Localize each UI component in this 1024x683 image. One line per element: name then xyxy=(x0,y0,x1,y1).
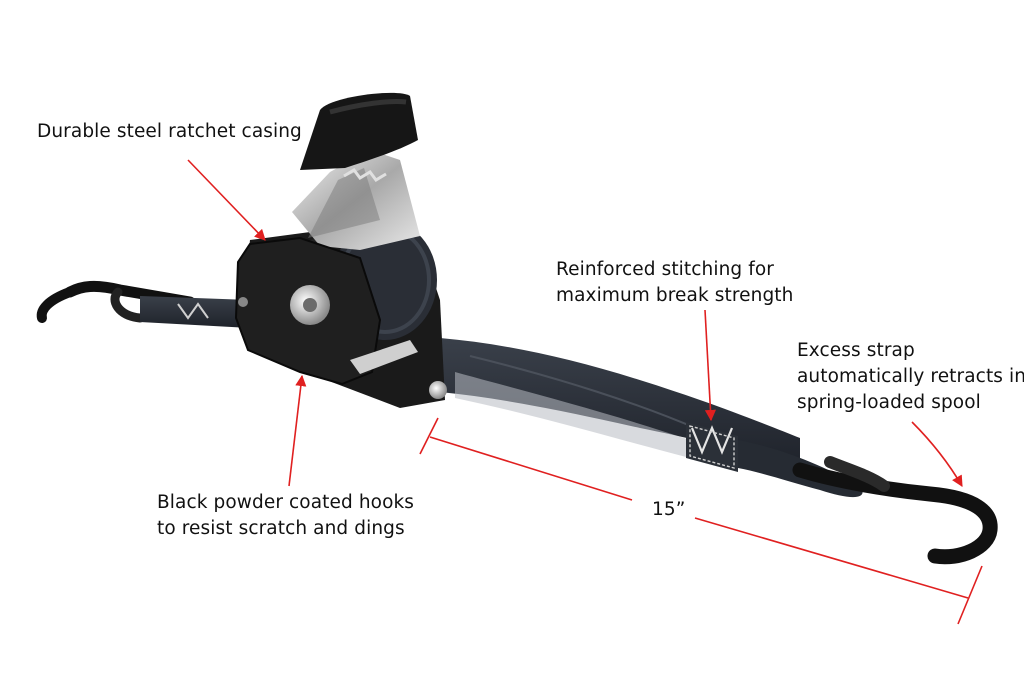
callout-line: maximum break strength xyxy=(556,285,794,306)
ratchet-body xyxy=(234,92,447,408)
stitching-arrow xyxy=(704,309,717,422)
dimension-label: 15” xyxy=(652,497,685,523)
dimension-value: 15” xyxy=(652,499,686,520)
casing-arrow xyxy=(187,159,266,241)
callout-line: Durable steel ratchet casing xyxy=(37,121,302,142)
strap-arrow xyxy=(911,421,963,487)
callout-line: automatically retracts in xyxy=(797,366,1024,387)
callout-powder-coated-hooks: Black powder coated hooks to resist scra… xyxy=(157,490,414,542)
hooks-arrow xyxy=(288,374,307,487)
callout-line: Excess strap xyxy=(797,340,915,361)
reinforced-stitching-patch xyxy=(686,422,738,472)
callout-reinforced-stitching: Reinforced stitching for maximum break s… xyxy=(556,257,793,309)
callout-line: Reinforced stitching for xyxy=(556,259,774,280)
left-strap xyxy=(140,296,250,328)
dimension-line xyxy=(419,417,983,625)
callout-line: Black powder coated hooks xyxy=(157,492,415,513)
callout-ratchet-casing: Durable steel ratchet casing xyxy=(37,119,302,145)
callout-line: to resist scratch and dings xyxy=(157,518,405,539)
callout-excess-strap: Excess strap automatically retracts in s… xyxy=(797,338,1024,416)
callout-line: spring-loaded spool xyxy=(797,392,981,413)
annotation-arrows xyxy=(187,159,963,487)
left-hook xyxy=(36,280,196,323)
right-hook xyxy=(792,456,998,565)
